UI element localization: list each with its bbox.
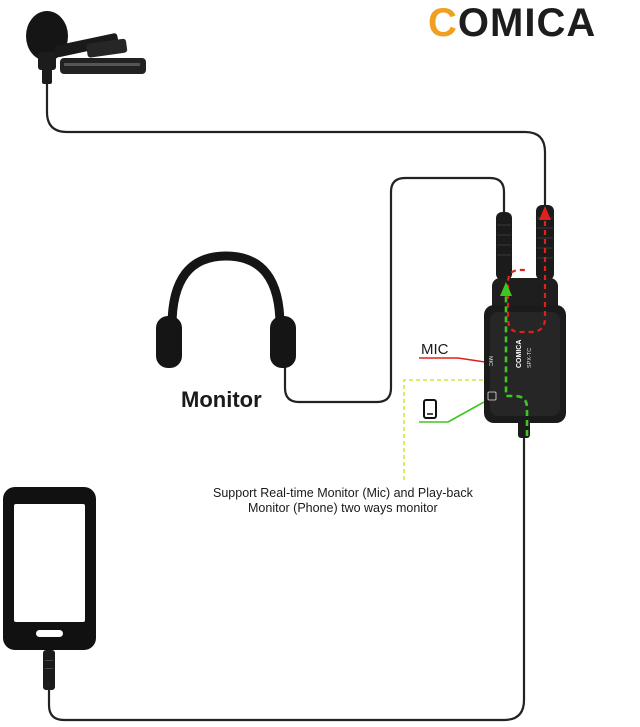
brand-logo-text: COMICA: [428, 1, 596, 45]
mic-cable: [45, 80, 547, 212]
adapter-side-mic-label: MIC: [487, 356, 493, 366]
phone-port-icon: [423, 399, 437, 419]
playback-path: [403, 379, 484, 480]
phone-icon: [3, 487, 96, 690]
phone-cable: [47, 436, 526, 722]
lavalier-mic-icon: [26, 11, 146, 84]
headphone-cable: [283, 176, 506, 404]
mic-label: MIC: [421, 341, 449, 358]
headphones-icon: [156, 251, 296, 368]
mic-pointer-line-end: [457, 357, 486, 363]
caption-line-2: Monitor (Phone) two ways monitor: [248, 501, 438, 515]
adapter-model-text: SPX-TC: [527, 348, 533, 368]
headphone-jack: [496, 212, 512, 280]
caption-line-1: Support Real-time Monitor (Mic) and Play…: [213, 486, 474, 500]
monitor-label: Monitor: [181, 387, 262, 412]
cables: [45, 80, 547, 722]
mic-signal-path: [506, 212, 547, 334]
mic-signal-arrow: [539, 206, 551, 220]
phone-pointer-line-end: [447, 401, 485, 423]
brand-logo: COMICA: [428, 1, 596, 45]
monitor-signal-arrow: [500, 282, 512, 296]
adapter-brand-text: COMICA: [516, 340, 523, 368]
